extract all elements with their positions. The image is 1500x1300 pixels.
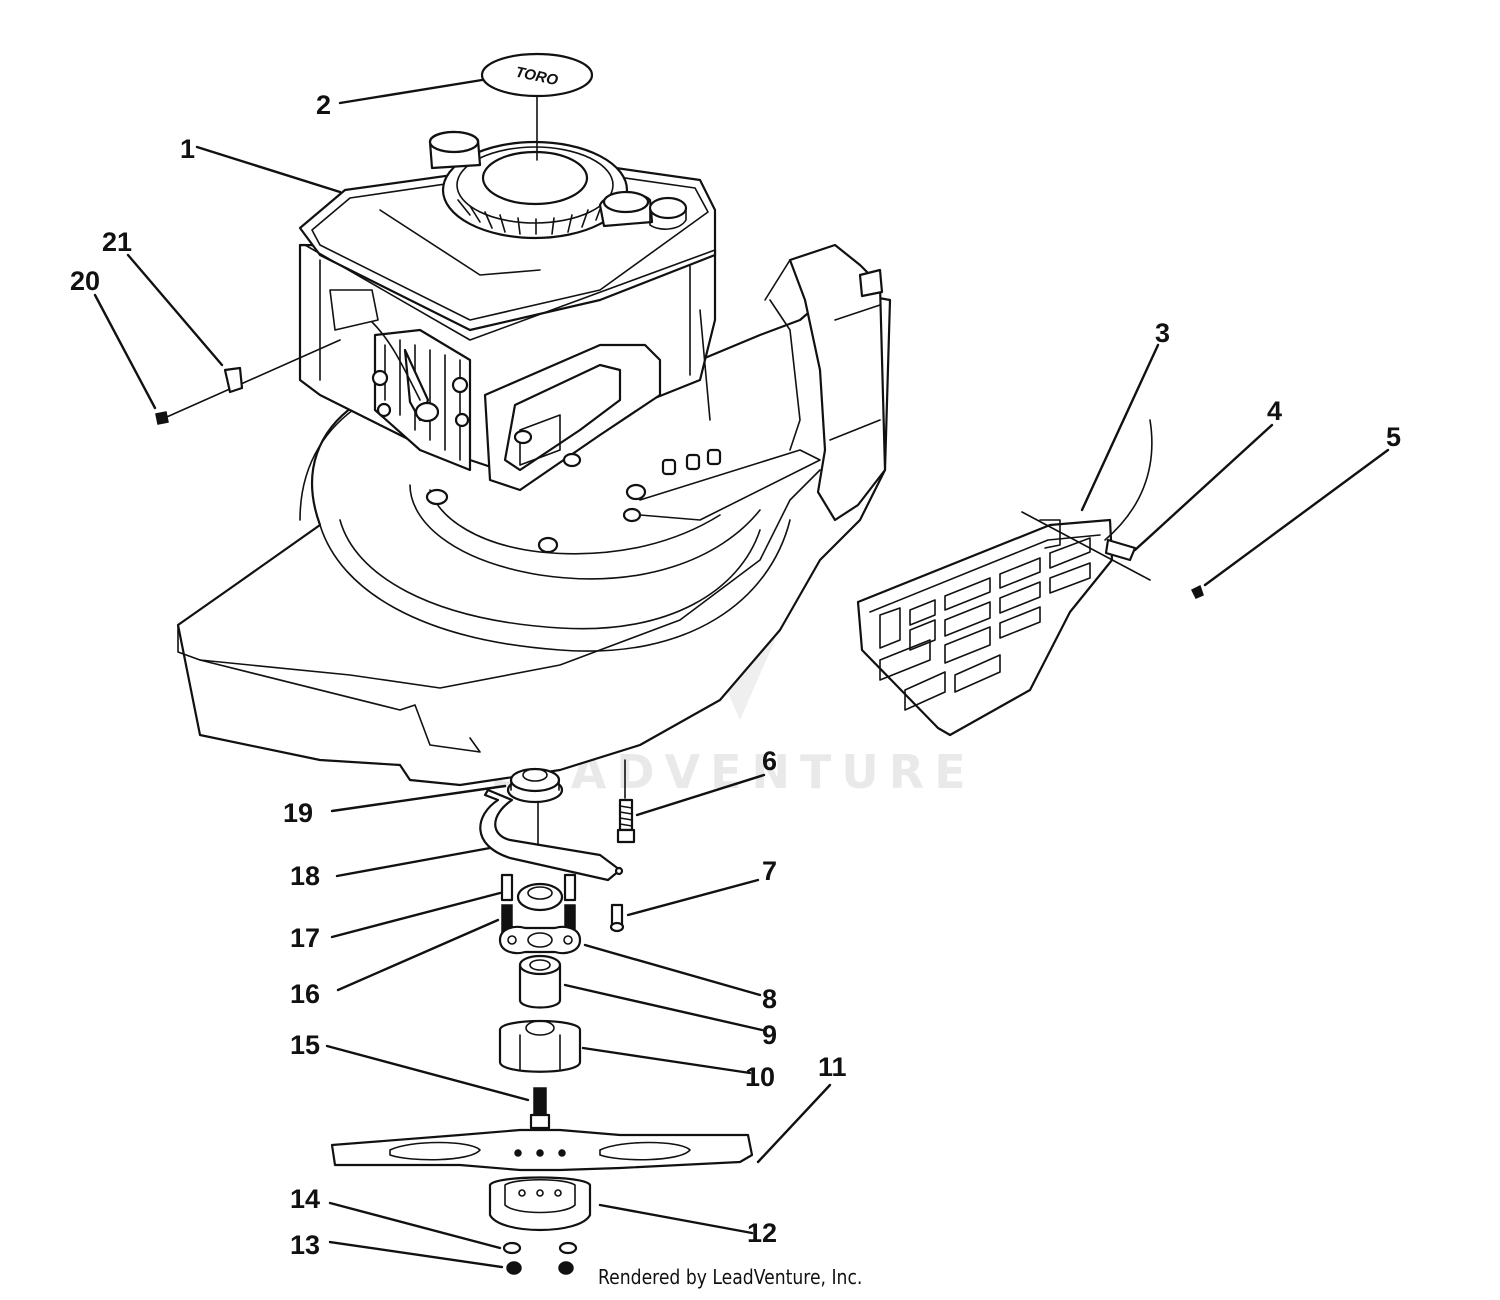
render-credit: Rendered by LeadVenture, Inc.: [598, 1265, 863, 1289]
ground-clip: [155, 339, 341, 425]
callout-18: 18: [290, 861, 320, 891]
callout-labels: 1 2 3 4 5 6 7 8 9 10 11 12 13 14 15 16 1…: [70, 90, 1401, 1260]
callout-21: 21: [102, 227, 132, 257]
deck-bosses: [425, 448, 722, 554]
callout-1: 1: [180, 134, 195, 164]
callout-4: 4: [1267, 396, 1282, 426]
callout-19: 19: [283, 798, 313, 828]
toro-decal: TORO: [480, 52, 594, 161]
callout-2: 2: [316, 90, 331, 120]
leader-lines: [93, 78, 1390, 1269]
callout-13: 13: [290, 1230, 320, 1260]
callout-8: 8: [762, 984, 777, 1014]
blade-assembly: [330, 759, 754, 1275]
callout-20: 20: [70, 266, 100, 296]
callout-15: 15: [290, 1030, 320, 1060]
callout-5: 5: [1386, 422, 1401, 452]
callout-16: 16: [290, 979, 320, 1009]
door-vents: [879, 537, 1091, 711]
callout-7: 7: [762, 856, 777, 886]
callout-12: 12: [747, 1218, 777, 1248]
engine: [298, 130, 717, 492]
callout-11: 11: [818, 1052, 847, 1082]
callout-3: 3: [1155, 318, 1170, 348]
discharge-door: [856, 419, 1204, 737]
callout-9: 9: [762, 1020, 777, 1050]
callout-14: 14: [290, 1184, 320, 1214]
callout-10: 10: [745, 1062, 775, 1092]
callout-6: 6: [762, 746, 777, 776]
callout-17: 17: [290, 923, 320, 953]
